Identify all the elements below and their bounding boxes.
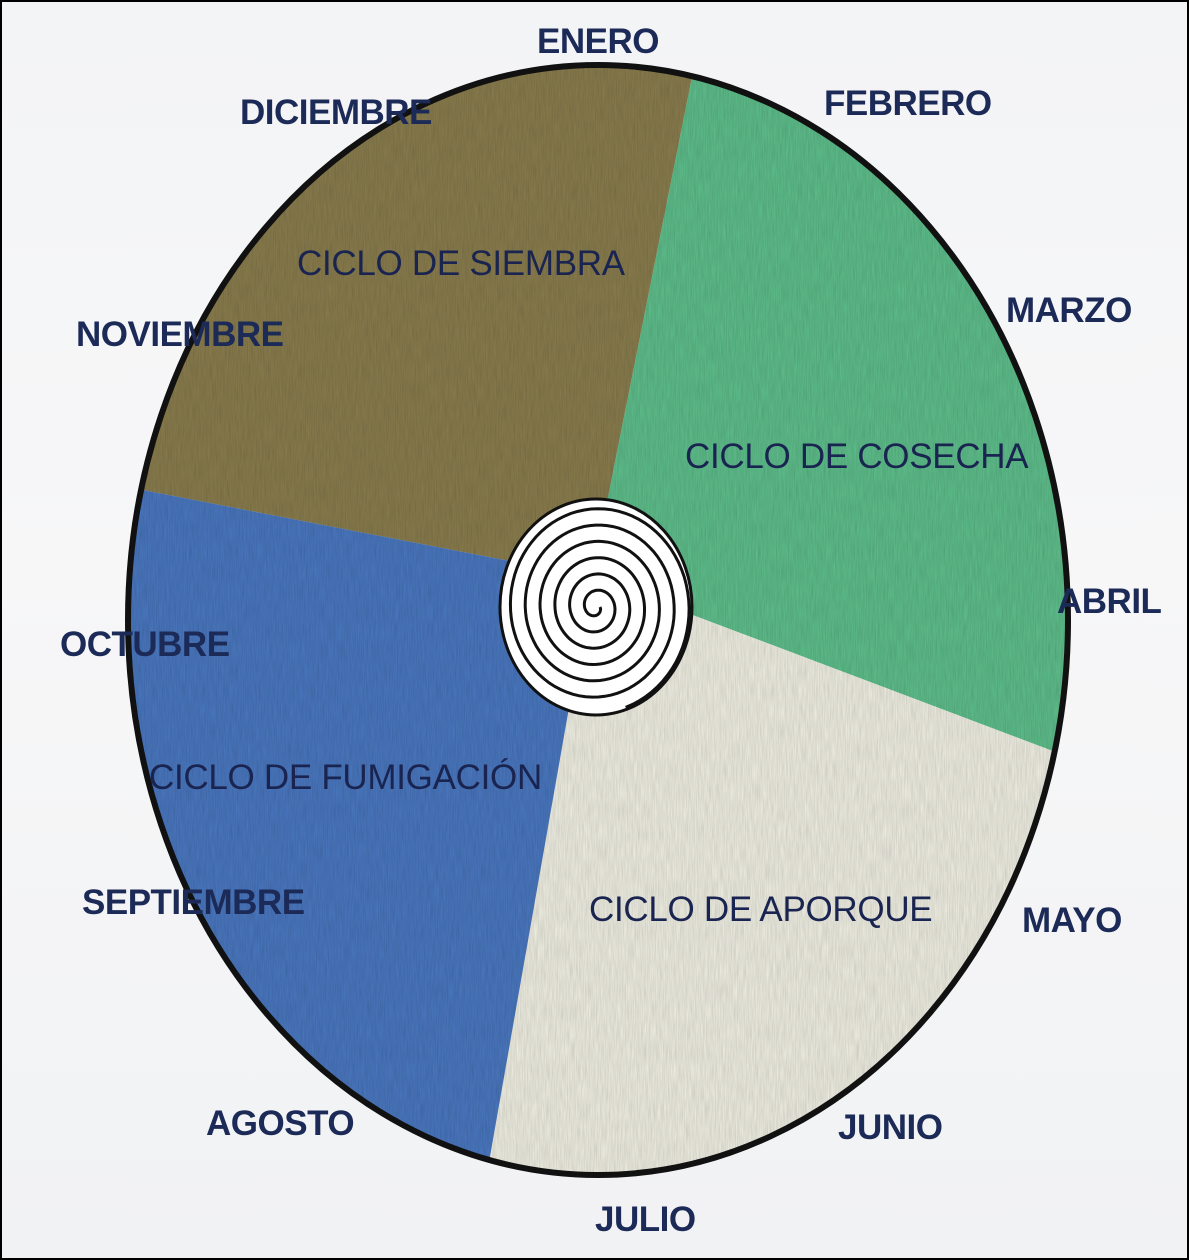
month-diciembre: DICIEMBRE bbox=[240, 93, 432, 132]
spiral-icon bbox=[498, 497, 694, 717]
month-julio: JULIO bbox=[595, 1200, 696, 1239]
month-agosto: AGOSTO bbox=[206, 1104, 355, 1143]
wheel-outline bbox=[125, 62, 1071, 1178]
month-septiembre: SEPTIEMBRE bbox=[82, 883, 305, 922]
month-abril: ABRIL bbox=[1057, 582, 1162, 621]
label-ciclo-siembra: CICLO DE SIEMBRA bbox=[297, 244, 625, 283]
month-junio: JUNIO bbox=[838, 1108, 943, 1147]
month-mayo: MAYO bbox=[1022, 901, 1122, 940]
label-ciclo-fumigacion: CICLO DE FUMIGACIÓN bbox=[149, 758, 542, 797]
label-ciclo-aporque: CICLO DE APORQUE bbox=[589, 890, 933, 929]
month-enero: ENERO bbox=[537, 22, 659, 61]
month-marzo: MARZO bbox=[1006, 291, 1132, 330]
month-octubre: OCTUBRE bbox=[60, 625, 230, 664]
month-febrero: FEBRERO bbox=[824, 84, 992, 123]
month-noviembre: NOVIEMBRE bbox=[76, 315, 284, 354]
label-ciclo-cosecha: CICLO DE COSECHA bbox=[685, 437, 1029, 476]
